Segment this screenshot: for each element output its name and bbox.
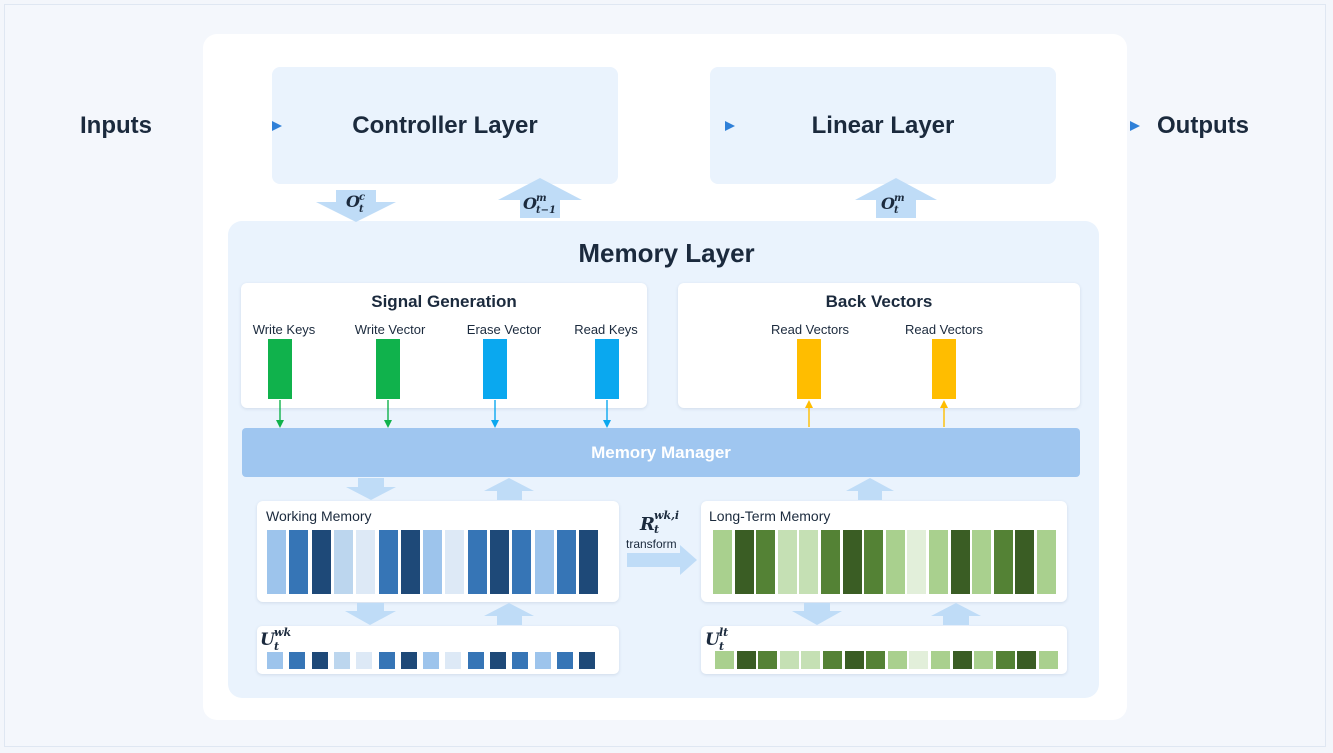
working-usage-cell [400,652,417,669]
read-vectors-bar-1 [797,339,821,399]
long-term-memory-cell [993,530,1013,594]
working-memory-cell [267,530,286,594]
long-term-memory-cell [821,530,840,594]
working-usage-cell [311,652,328,669]
working-usage-cell [289,652,306,669]
working-usage-cell [556,652,573,669]
working-memory-cell [534,530,554,594]
working-usage-cell [490,652,506,669]
long-term-usage-cell [715,651,734,669]
working-usage-cell [356,652,373,669]
long-term-memory-cell [713,530,732,594]
linear-layer-label: Linear Layer [811,111,955,139]
write-keys-bar [268,339,292,399]
working-usage-cell [445,652,462,669]
long-term-usage-cell [909,651,929,669]
erase-vector-bar [483,339,507,399]
working-memory-cell [512,530,532,594]
long-term-usage-cell [931,651,950,669]
back-vectors-title: Back Vectors [825,292,933,311]
outputs-label: Outputs [1157,112,1249,139]
working-memory-cell [556,530,576,594]
back-vectors-panel: Back Vectors [678,283,1080,408]
long-term-usage-cell [1039,651,1058,669]
long-term-usage-cell [887,651,907,669]
write-vector-label: Write Vector [354,322,426,337]
long-term-memory-cell [777,530,797,594]
erase-vector-label: Erase Vector [466,322,542,337]
signal-generation-panel: Signal Generation [241,283,647,408]
long-term-memory-cell [885,530,905,594]
read-keys-bar [595,339,619,399]
long-term-usage-cell [974,651,994,669]
working-memory-cell [445,530,465,594]
working-memory-label: Working Memory [266,508,372,524]
long-term-usage-cell [995,651,1015,669]
read-vectors-label-1: Read Vectors [770,322,850,337]
linear-layer: Linear Layer [710,67,1056,184]
long-term-usage-cell [779,651,799,669]
working-usage-cell [512,652,529,669]
long-term-usage-cell [823,651,842,669]
long-term-usage-cell [758,651,778,669]
controller-layer-label: Controller Layer [352,111,538,139]
long-term-usage-cell [844,651,864,669]
long-term-usage-cell [801,651,821,669]
signal-generation-title: Signal Generation [371,292,517,311]
long-term-memory-cell [799,530,819,594]
working-memory-cell [579,530,599,594]
inputs-label: Inputs [80,112,152,139]
read-vectors-bar-2 [932,339,956,399]
long-term-memory-cell [864,530,884,594]
read-keys-label: Read Keys [574,322,638,337]
memory-layer-title: Memory Layer [578,238,755,268]
memory-manager-label: Memory Manager [591,442,731,462]
long-term-usage-cell [1017,651,1037,669]
long-term-memory-cell [842,530,862,594]
long-term-memory-cell [756,530,776,594]
working-memory-cell [467,530,487,594]
long-term-usage-cell [952,651,972,669]
working-usage-cell [579,652,596,669]
long-term-memory-label: Long-Term Memory [709,508,831,524]
write-vector-bar [376,339,400,399]
read-vectors-label-2: Read Vectors [904,322,984,337]
working-memory-cell [490,530,509,594]
write-keys-label: Write Keys [252,322,316,337]
working-usage-cell [467,652,484,669]
memory-manager: Memory Manager [242,428,1080,477]
working-usage-cell [333,652,350,669]
working-usage-cell [267,652,283,669]
long-term-memory-cell [972,530,992,594]
long-term-memory-cell [1015,530,1035,594]
working-memory-cell [378,530,398,594]
working-memory-cell [289,530,309,594]
working-usage-cell [534,652,551,669]
long-term-memory-cell [734,530,754,594]
working-usage-cell [423,652,440,669]
working-memory-cell [423,530,443,594]
long-term-memory-cell [929,530,948,594]
working-memory-cell [333,530,353,594]
working-usage-cell [378,652,395,669]
long-term-memory-cell [1037,530,1056,594]
long-term-usage-cell [736,651,756,669]
long-term-memory-cell [950,530,970,594]
working-memory-cell [311,530,331,594]
long-term-memory-cell [907,530,927,594]
controller-layer: Controller Layer [272,67,618,184]
working-memory-cell [400,530,420,594]
long-term-usage-cell [866,651,886,669]
working-memory-cell [356,530,376,594]
